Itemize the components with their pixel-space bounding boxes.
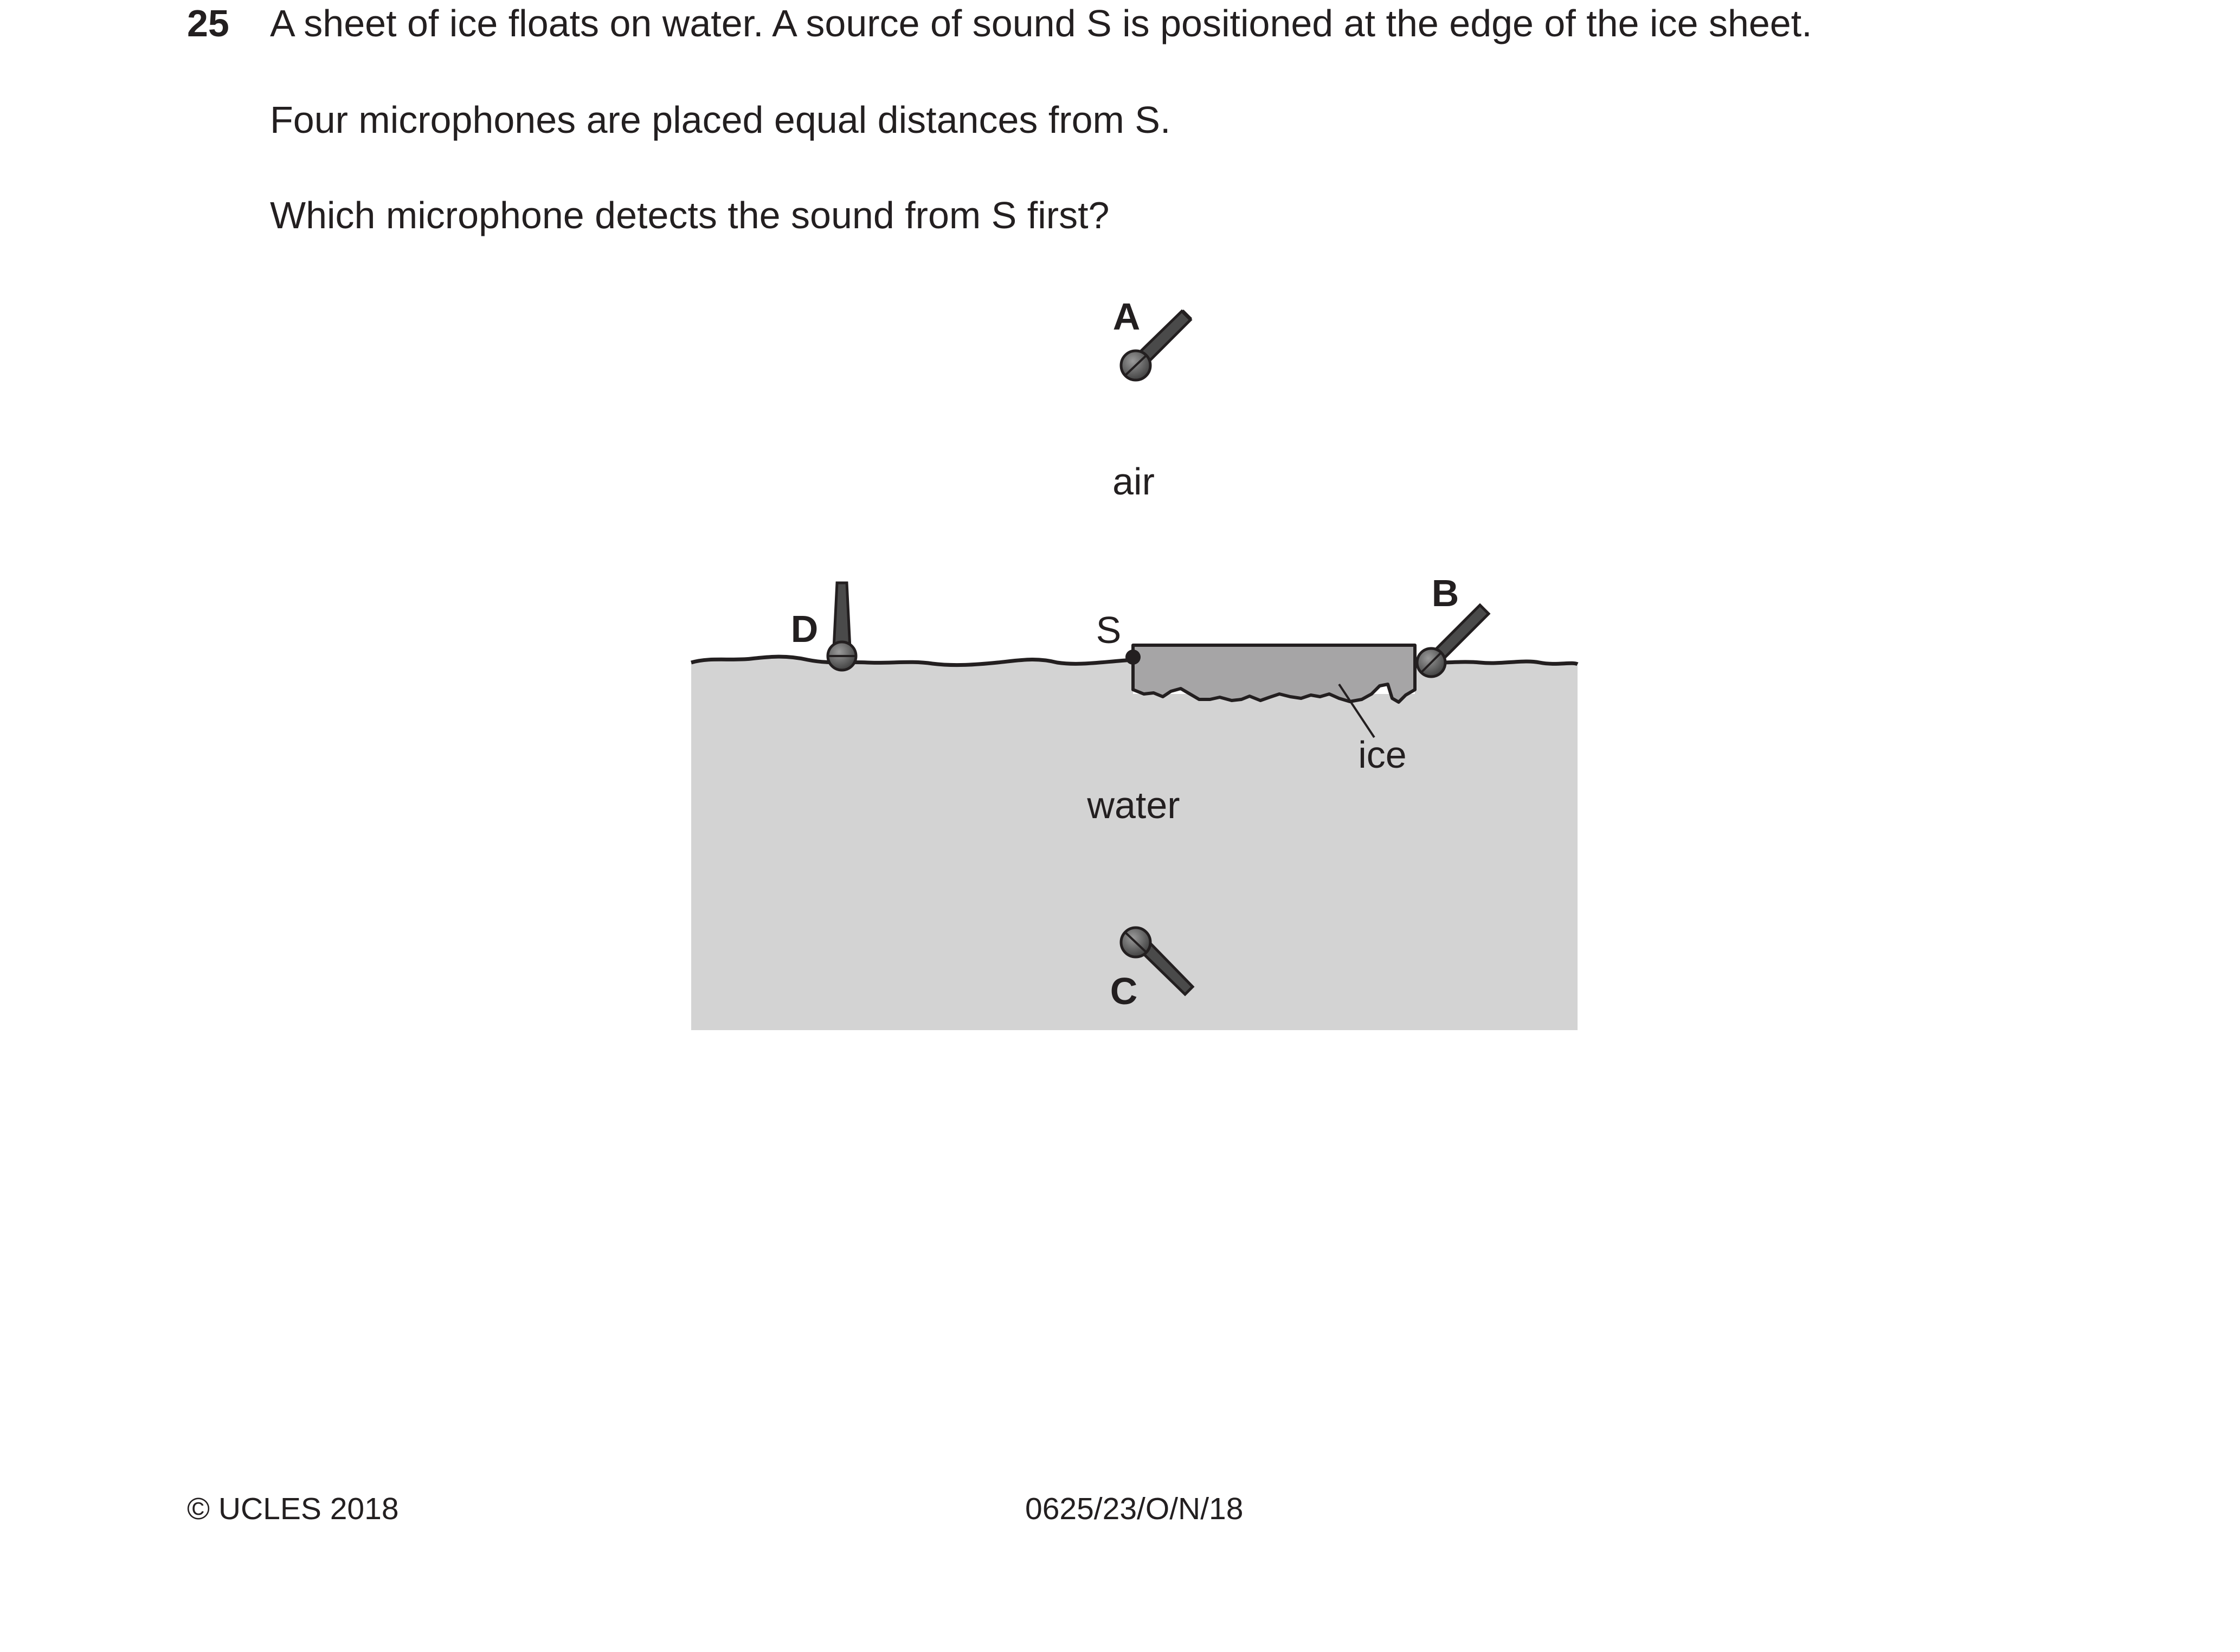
label-ice: ice bbox=[1358, 734, 1406, 776]
footer-copyright: © UCLES 2018 bbox=[187, 1492, 399, 1526]
microphone-c bbox=[1119, 926, 1195, 997]
question-text-line-2: Four microphones are placed equal distan… bbox=[270, 99, 1171, 141]
label-source-s: S bbox=[1096, 609, 1122, 651]
footer-paper-code: 0625/23/O/N/18 bbox=[1025, 1492, 1244, 1526]
label-mic-a: A bbox=[1113, 295, 1141, 338]
question-text-line-3: Which microphone detects the sound from … bbox=[270, 194, 1110, 236]
microphone-b bbox=[1415, 603, 1491, 678]
label-air: air bbox=[1112, 460, 1155, 503]
microphone-d bbox=[826, 581, 858, 672]
question-number: 25 bbox=[187, 2, 229, 44]
label-water: water bbox=[1086, 784, 1180, 826]
water-region bbox=[691, 657, 1578, 1030]
ice-sheet bbox=[1131, 644, 1417, 704]
microphone-a bbox=[1119, 309, 1193, 382]
water-surface-line bbox=[691, 654, 1134, 667]
label-mic-c: C bbox=[1110, 970, 1138, 1012]
ice-leader-line bbox=[1338, 683, 1375, 738]
question-text-line-1: A sheet of ice floats on water. A source… bbox=[270, 2, 1812, 44]
label-mic-b: B bbox=[1432, 572, 1459, 614]
sound-source-dot bbox=[1125, 650, 1141, 665]
label-mic-d: D bbox=[791, 608, 819, 650]
